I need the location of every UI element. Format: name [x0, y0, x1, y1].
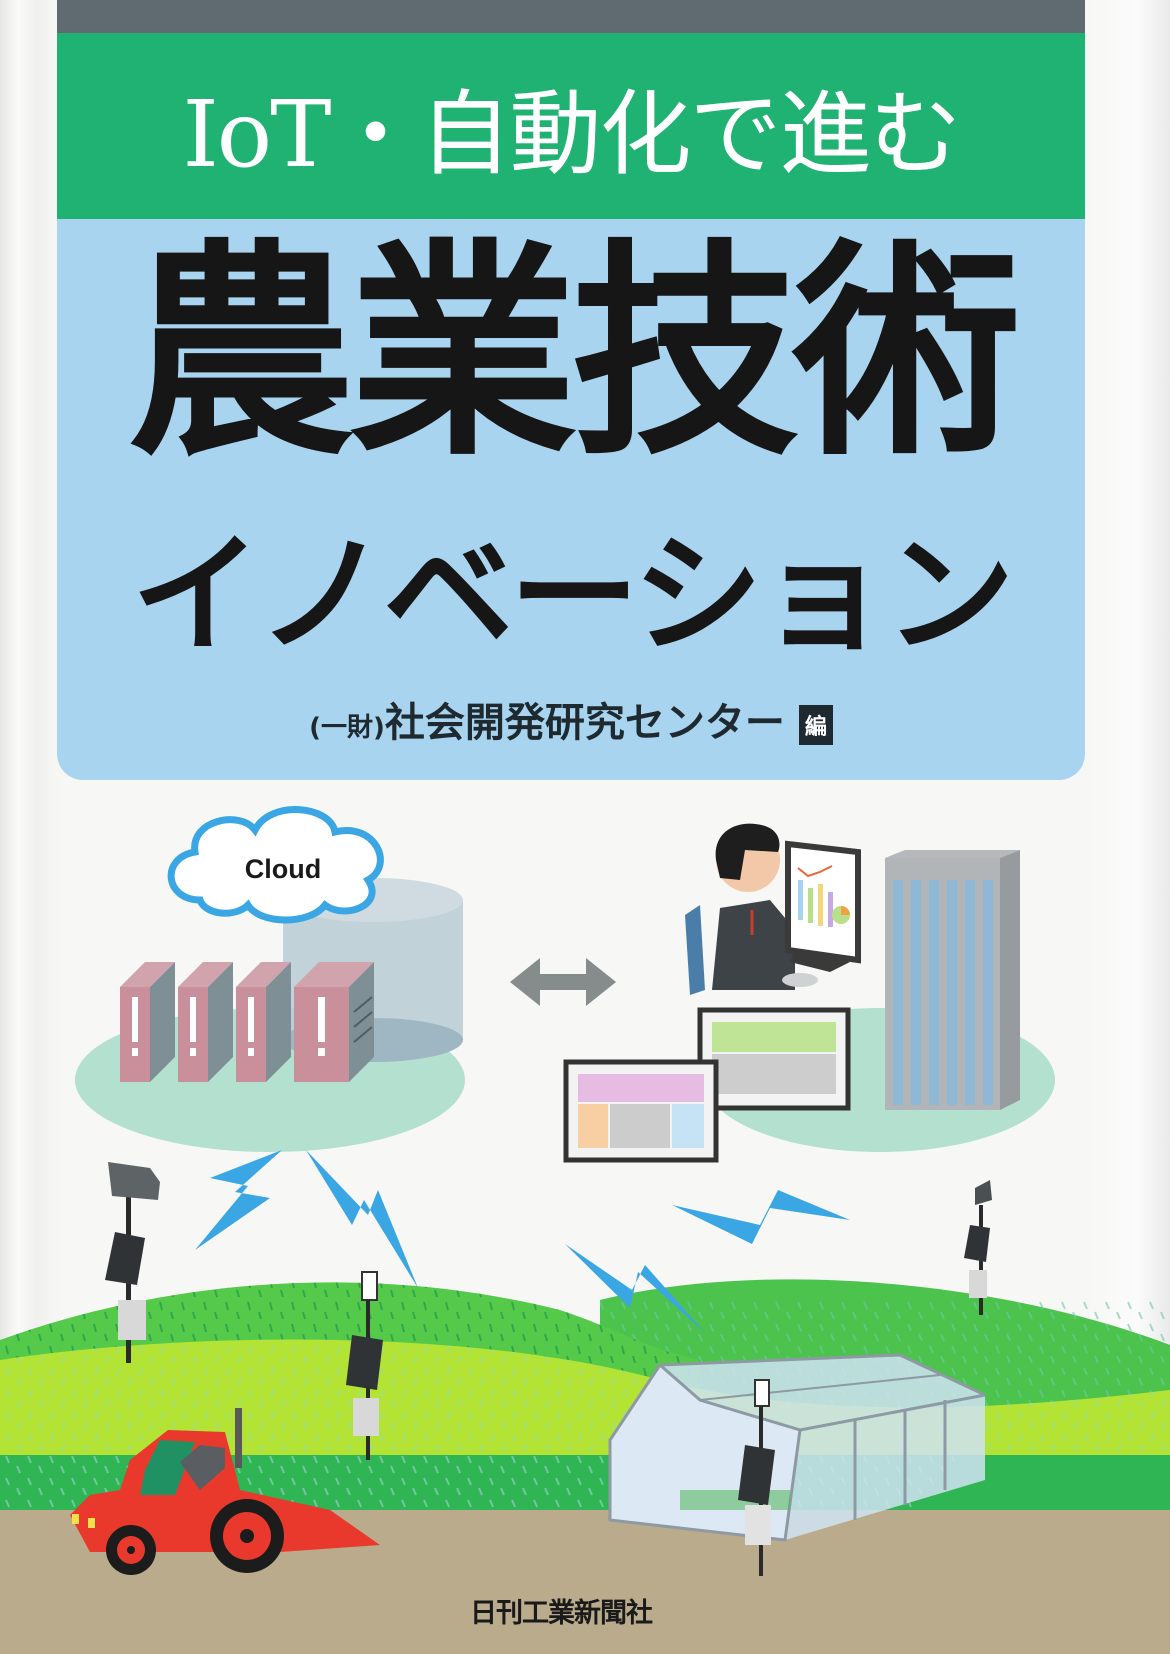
book-title: 農業技術 [127, 220, 1021, 486]
greenhouse-icon [608, 1353, 986, 1576]
cloud-icon [167, 806, 384, 924]
book-subtitle: IoT・自動化で進む [182, 80, 961, 188]
office-worker-icon [685, 823, 818, 995]
office-building-icon [885, 850, 1020, 1110]
subtitle-band [57, 33, 1085, 219]
publisher-name: 日刊工業新聞社 [470, 1598, 653, 1629]
book-title-line2: イノベーション [131, 519, 1014, 671]
cloud-label: Cloud [244, 854, 322, 884]
title-panel [57, 219, 1085, 780]
editor-badge: 編 [798, 705, 833, 745]
cover-top-bar [57, 0, 1085, 33]
cover-illustration [0, 806, 1170, 1654]
weather-sensor-pole-icon [346, 1271, 383, 1460]
tractor-icon [70, 1408, 380, 1575]
camera-sensor-pole-icon [964, 1180, 992, 1315]
camera-sensor-pole-icon [105, 1162, 160, 1363]
bidirectional-arrow-icon [510, 958, 616, 1006]
server-rack-icon [120, 962, 374, 1082]
data-table-screen-icon [563, 1007, 851, 1163]
author-name: 社会開発研究センター [384, 700, 785, 746]
monitor-chart-icon [785, 840, 861, 972]
author-prefix: (一財) [309, 713, 385, 743]
lightning-signal-icon [195, 1150, 850, 1333]
author-line: (一財)社会開発研究センター編 [57, 690, 1085, 748]
